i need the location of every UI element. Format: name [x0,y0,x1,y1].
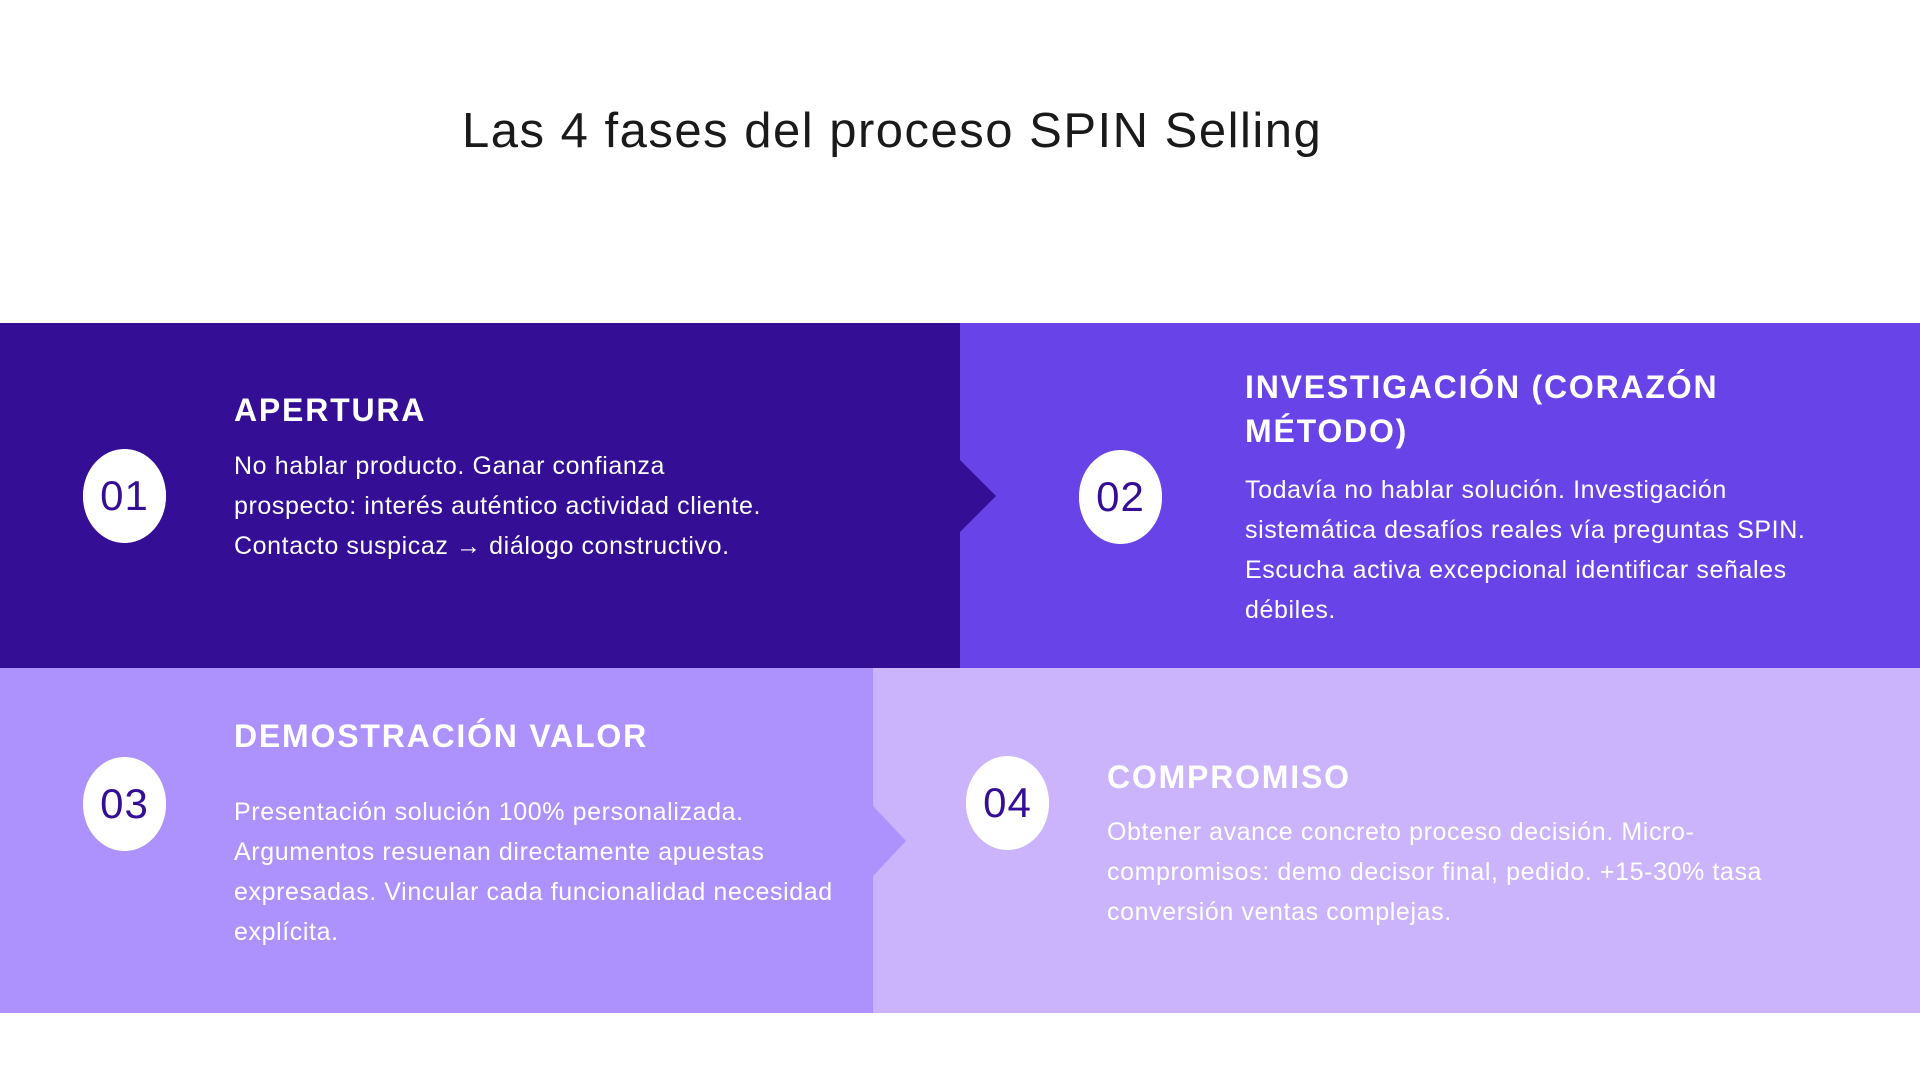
phase-number: 03 [100,780,149,827]
phase-heading: APERTURA [234,392,427,428]
phase-number: 04 [983,779,1032,826]
chevron-right-icon [960,460,996,532]
phase-number-badge: 03 [83,757,166,851]
phase-description: No hablar producto. Ganar confianza pros… [234,452,762,560]
phase-panel-4 [873,668,1920,1013]
phase-description: Presentación solución 100% personalizada… [234,798,833,946]
phase-heading: COMPROMISO [1107,759,1351,795]
phase-number-badge: 02 [1079,450,1162,544]
phase-heading: INVESTIGACIÓN (CORAZÓN MÉTODO) [1245,369,1719,449]
phase-description: Todavía no hablar solución. Investigació… [1245,476,1806,624]
phase-number: 01 [100,472,149,519]
page-title: Las 4 fases del proceso SPIN Selling [462,104,1323,158]
phase-heading: DEMOSTRACIÓN VALOR [234,718,649,754]
phase-number-badge: 04 [966,756,1049,850]
phase-description: Obtener avance concreto proceso decisión… [1107,818,1763,926]
phase-number-badge: 01 [83,449,166,543]
phase-number: 02 [1096,473,1145,520]
chevron-right-icon [873,806,906,876]
